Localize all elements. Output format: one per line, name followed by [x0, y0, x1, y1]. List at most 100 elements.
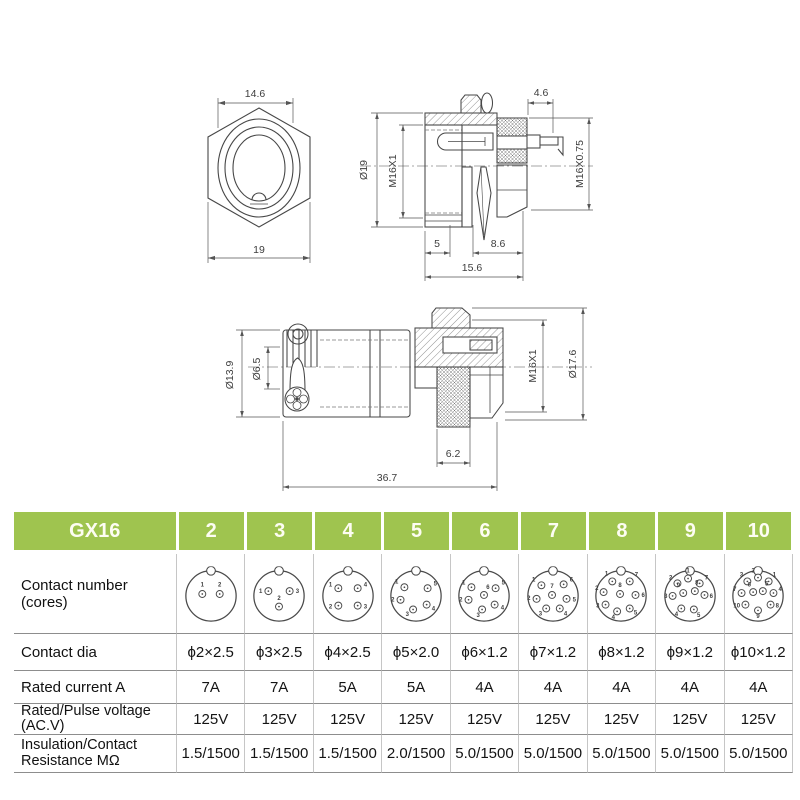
- value-cell: ϕ8×1.2: [587, 633, 657, 670]
- svg-text:5: 5: [765, 581, 769, 587]
- dim-label-dia17-6: Ø17.6: [567, 350, 579, 379]
- dimension-lines: [371, 99, 593, 281]
- svg-text:7: 7: [705, 575, 709, 581]
- row-label-rated-current: Rated current A: [14, 670, 177, 703]
- svg-text:4: 4: [612, 615, 616, 621]
- svg-text:8: 8: [695, 580, 699, 586]
- svg-text:4: 4: [501, 605, 505, 611]
- value-cell: 7A: [177, 670, 246, 703]
- plug-body: [282, 307, 504, 428]
- dim-label-dia6-5: Ø6.5: [251, 357, 263, 380]
- svg-text:1: 1: [259, 589, 263, 595]
- svg-text:6: 6: [709, 593, 713, 599]
- value-cell: 4A: [519, 670, 588, 703]
- svg-text:6: 6: [487, 585, 491, 591]
- value-cell: 125V: [519, 703, 588, 734]
- value-cell: ϕ3×2.5: [245, 633, 314, 670]
- svg-text:4: 4: [432, 606, 436, 612]
- svg-text:1: 1: [773, 572, 777, 578]
- table-title-cell: GX16: [14, 512, 176, 550]
- value-cell: 125V: [656, 703, 725, 734]
- svg-text:3: 3: [664, 593, 668, 599]
- svg-text:8: 8: [619, 583, 623, 589]
- dim-label-36-7: 36.7: [377, 472, 398, 484]
- pin-diagram-cell: 1 2 3: [245, 554, 314, 633]
- svg-text:1: 1: [532, 577, 536, 583]
- value-cell: 4A: [450, 670, 520, 703]
- hex-nut-outline: [207, 107, 311, 228]
- row-label-contact-dia: Contact dia: [14, 633, 177, 670]
- dimension-lines: [236, 307, 587, 491]
- svg-text:5: 5: [434, 581, 438, 587]
- value-cell: 5.0/1500: [724, 734, 793, 773]
- socket-body: [424, 92, 564, 241]
- value-cell: 5.0/1500: [519, 734, 588, 773]
- header-cell-10: 10: [726, 512, 792, 550]
- svg-text:2: 2: [329, 604, 333, 610]
- svg-text:5: 5: [697, 613, 701, 619]
- value-cell: ϕ10×1.2: [724, 633, 793, 670]
- svg-text:3: 3: [597, 603, 601, 609]
- svg-text:8: 8: [776, 603, 780, 609]
- svg-text:4: 4: [675, 612, 679, 618]
- svg-text:7: 7: [733, 587, 737, 593]
- svg-text:3: 3: [296, 589, 300, 595]
- svg-text:2: 2: [460, 597, 464, 603]
- dim-label-dia13-9: Ø13.9: [224, 361, 236, 390]
- pin-diagram-4: 1 2 3 4: [321, 562, 374, 622]
- value-cell: 1.5/1500: [177, 734, 246, 773]
- value-cell: 4A: [587, 670, 657, 703]
- header-cell-9: 9: [657, 512, 724, 550]
- spec-table: GX16 2 3 4 5 6 7 8 9 10 Contact number (…: [14, 512, 793, 773]
- dim-label-dia19: Ø19: [358, 160, 370, 180]
- value-cell: 125V: [450, 703, 520, 734]
- svg-text:1: 1: [605, 571, 609, 577]
- svg-text:2: 2: [391, 597, 395, 603]
- svg-text:9: 9: [677, 583, 681, 589]
- svg-text:1: 1: [329, 582, 333, 588]
- svg-text:5: 5: [573, 597, 577, 603]
- svg-text:7: 7: [550, 584, 554, 590]
- svg-text:10: 10: [734, 603, 741, 609]
- svg-text:2: 2: [218, 582, 222, 588]
- svg-text:4: 4: [363, 582, 367, 588]
- value-cell: 5.0/1500: [587, 734, 657, 773]
- svg-text:3: 3: [363, 604, 367, 610]
- value-cell: 5.0/1500: [656, 734, 725, 773]
- svg-text:1: 1: [200, 582, 204, 588]
- row-label-insulation: Insulation/Contact Resistance MΩ: [14, 734, 177, 773]
- header-cell-3: 3: [246, 512, 313, 550]
- svg-text:5: 5: [634, 610, 638, 616]
- svg-text:3: 3: [406, 612, 410, 618]
- header-cell-6: 6: [452, 512, 518, 550]
- value-cell: 5A: [382, 670, 451, 703]
- value-cell: ϕ9×1.2: [656, 633, 725, 670]
- value-cell: 125V: [177, 703, 246, 734]
- panel-socket-side-view-drawing: Ø19 M16X1 4.6 M16X0.75 5 8.6 15.6: [358, 87, 593, 281]
- dim-label-thread: M16X1: [527, 349, 539, 382]
- dim-label-thread-rear: M16X0.75: [574, 140, 586, 188]
- dim-label-8-6: 8.6: [491, 238, 506, 250]
- plug-side-view-drawing: Ø13.9 Ø6.5 M16X1 Ø17.6 6.2 36.7: [224, 307, 592, 491]
- value-cell: ϕ2×2.5: [177, 633, 246, 670]
- svg-text:2: 2: [277, 595, 281, 601]
- value-cell: ϕ6×1.2: [450, 633, 520, 670]
- svg-text:5: 5: [502, 580, 506, 586]
- header-cell-4: 4: [315, 512, 381, 550]
- key-tab: [431, 307, 471, 329]
- dim-label-thread-front: M16X1: [387, 154, 399, 187]
- svg-text:9: 9: [757, 614, 761, 620]
- dim-label-15-6: 15.6: [462, 262, 483, 274]
- pin-diagram-cell: 1 2 3 4: [314, 554, 383, 633]
